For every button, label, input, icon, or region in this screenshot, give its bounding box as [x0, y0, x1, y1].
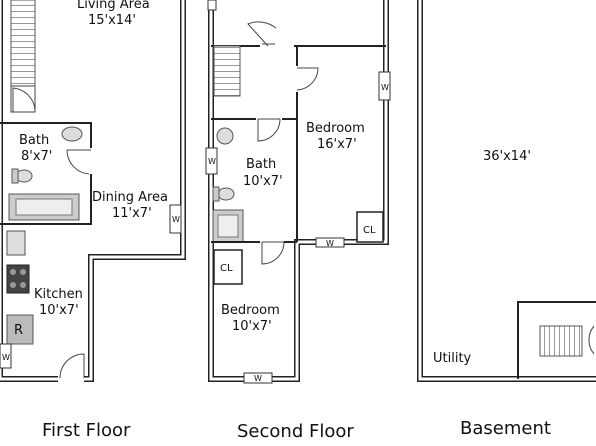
- utility-name: Utility: [433, 351, 472, 366]
- window: [315, 237, 345, 248]
- stove-icon: [6, 264, 30, 294]
- closet-label: CL: [363, 225, 376, 236]
- closet: [356, 211, 384, 243]
- living-area-size: 15'x14': [88, 13, 136, 28]
- sink-icon: [6, 230, 26, 256]
- window-label: W: [254, 374, 262, 383]
- kitchen-size: 10'x7': [39, 303, 79, 318]
- living-area-name: Living Area: [77, 0, 150, 12]
- window-label: W: [172, 215, 180, 224]
- stairs: [10, 0, 36, 87]
- basement-size: 36'x14': [483, 149, 531, 164]
- toilet-icon: [217, 187, 235, 201]
- window: [243, 372, 273, 384]
- bath-size: 10'x7': [243, 174, 283, 189]
- refrigerator-label: R: [14, 323, 23, 338]
- window-label: W: [381, 83, 389, 92]
- first-floor-title: First Floor: [42, 420, 131, 441]
- window: [205, 147, 218, 175]
- bath-name: Bath: [19, 133, 49, 148]
- dining-area-size: 11'x7': [112, 206, 152, 221]
- utility-wall: [517, 301, 596, 379]
- refrigerator: [6, 314, 34, 345]
- second-floor-plan: W W W W CL CL Bedroom 16'x7' Bath 10'x7'…: [205, 0, 391, 442]
- door-swing: [588, 325, 595, 355]
- dining-area-name: Dining Area: [92, 190, 168, 205]
- window-label: W: [2, 353, 10, 362]
- window-label: W: [326, 239, 334, 248]
- window: [169, 204, 182, 234]
- sink-icon: [61, 126, 83, 142]
- closet: [213, 249, 243, 285]
- bath-size: 8'x7': [21, 149, 52, 164]
- second-floor-title: Second Floor: [237, 421, 354, 442]
- bedroom-lower-size: 10'x7': [232, 319, 272, 334]
- first-floor-plan: R W W Living Area 15'x14' Bath 8'x7' Din…: [0, 0, 186, 441]
- bedroom-lower-name: Bedroom: [221, 303, 280, 318]
- basement-outer-wall: [417, 0, 596, 382]
- stairs: [213, 45, 241, 97]
- window: [0, 343, 12, 369]
- door-swing: [247, 21, 277, 47]
- door-swing: [296, 67, 319, 91]
- window: [378, 71, 391, 101]
- door-swing: [66, 149, 91, 175]
- window-label: W: [208, 157, 216, 166]
- closet-label: CL: [220, 263, 233, 274]
- bath-name: Bath: [246, 157, 276, 172]
- door-swing: [59, 353, 85, 379]
- kitchen-name: Kitchen: [34, 287, 83, 302]
- door-swing: [257, 118, 281, 142]
- stairs: [539, 325, 583, 357]
- basement-title: Basement: [460, 418, 551, 439]
- bedroom-upper-name: Bedroom: [306, 121, 365, 136]
- basement-plan: 36'x14' Utility Basement: [417, 0, 596, 439]
- bedroom-upper-size: 16'x7': [317, 137, 357, 152]
- window: [207, 0, 217, 11]
- sink-icon: [216, 127, 234, 145]
- door-swing: [261, 241, 285, 265]
- door-swing: [12, 87, 36, 112]
